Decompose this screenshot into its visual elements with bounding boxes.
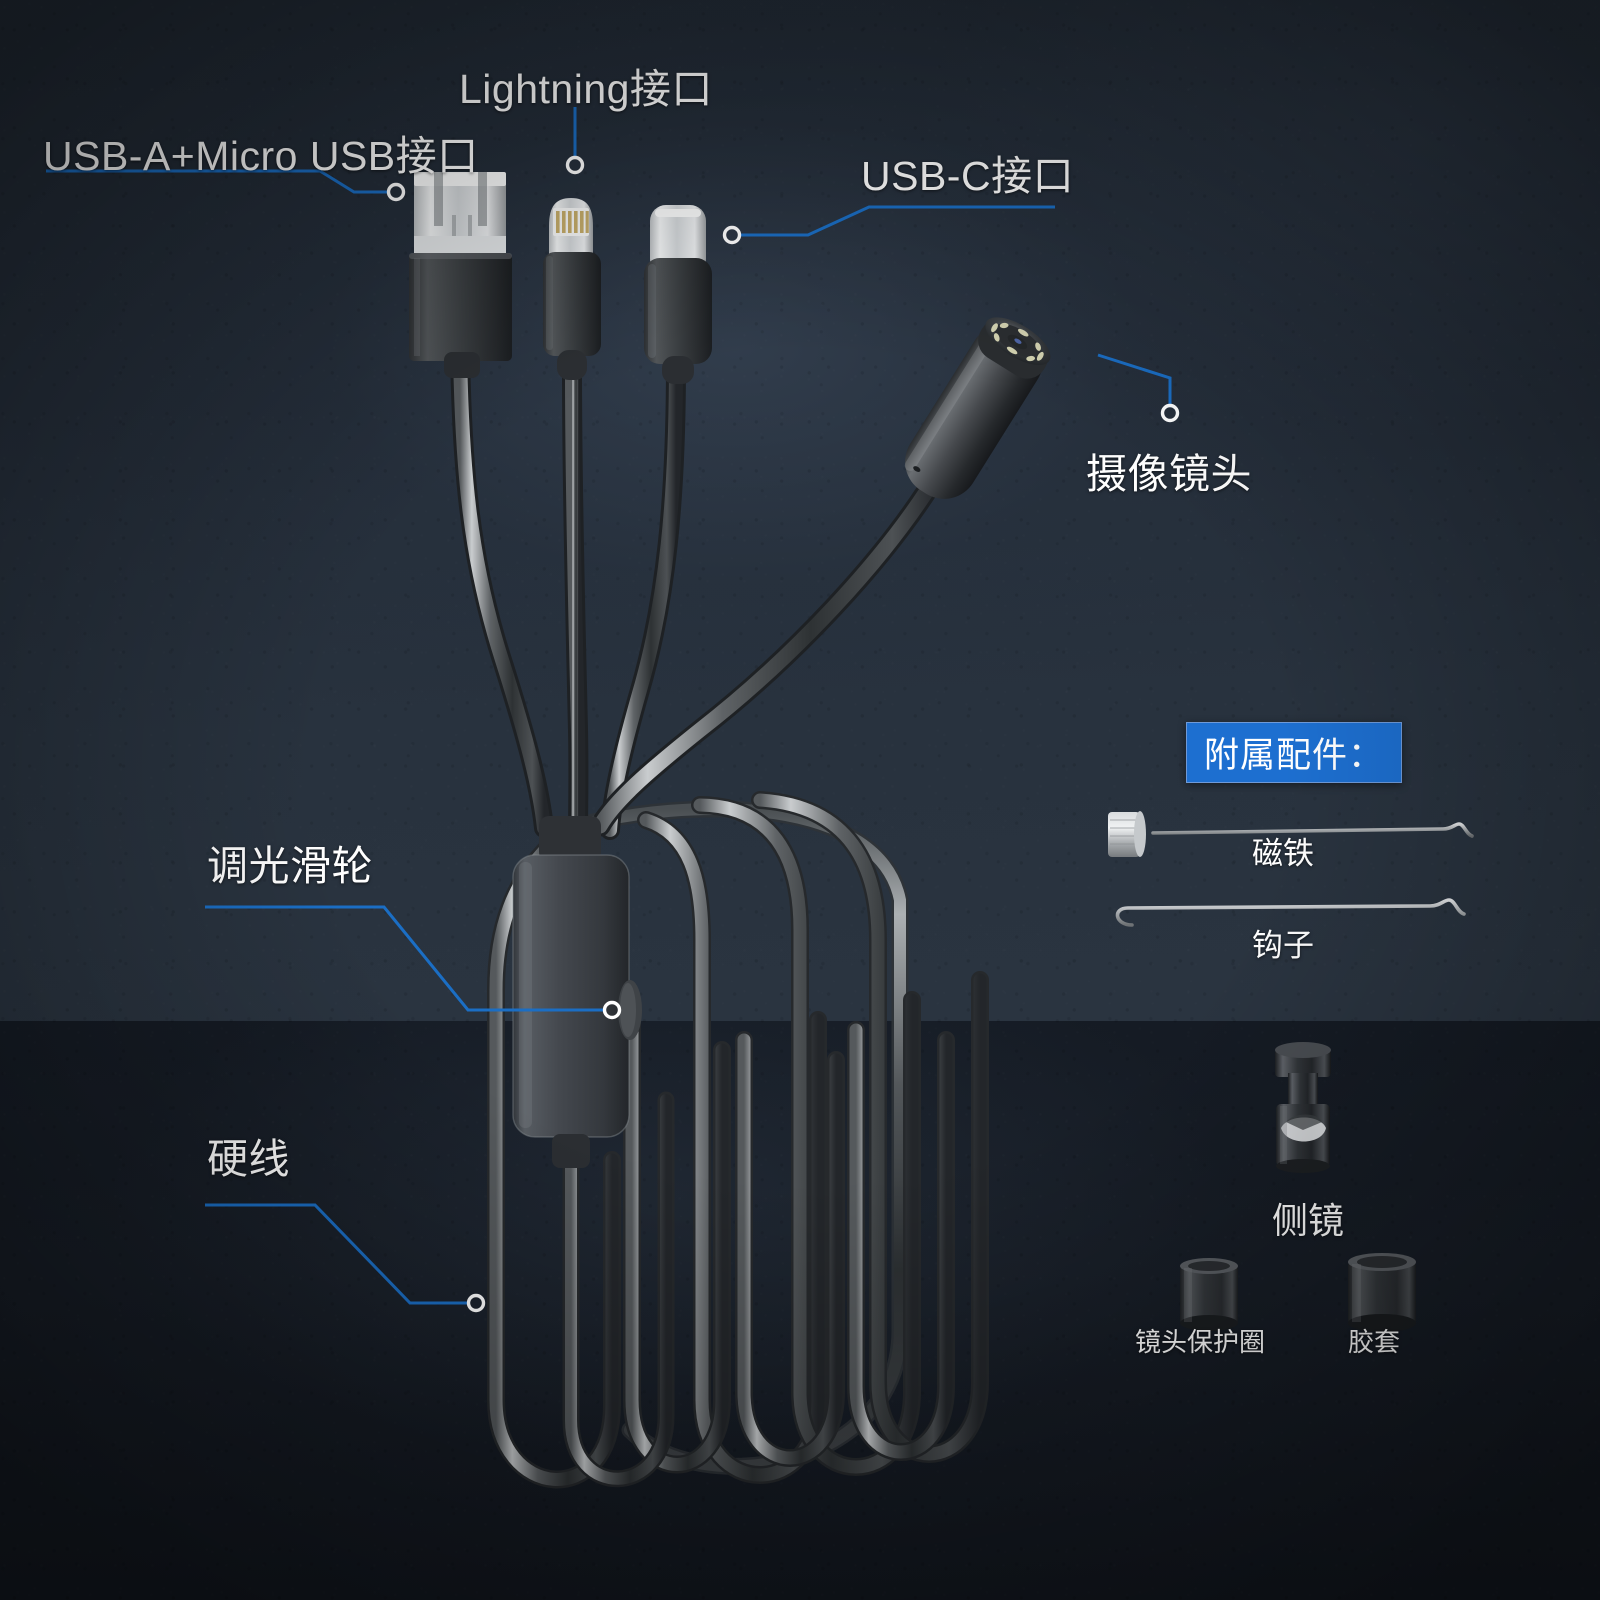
- callout-label-dimmer-wheel: 调光滑轮: [207, 843, 373, 889]
- accessory-hook: [1115, 898, 1466, 927]
- lightning-connector: [543, 198, 601, 380]
- callout-label-hard-wire: 硬线: [207, 1136, 290, 1182]
- accessory-label-hook: 钩子: [1252, 928, 1314, 963]
- accessory-label-rubber-sleeve: 胶套: [1348, 1327, 1401, 1357]
- accessory-lens-ring: [1180, 1258, 1238, 1331]
- magnet-cylinder: [1108, 811, 1146, 857]
- usb-a-micro-connector: [409, 172, 512, 378]
- accessory-side-mirror: [1275, 1042, 1331, 1173]
- accessory-rubber-sleeve: [1348, 1253, 1416, 1332]
- callout-label-usb-c: USB-C接口: [861, 153, 1075, 199]
- accessory-label-side-mirror: 侧镜: [1272, 1200, 1345, 1241]
- accessory-magnet: [1108, 811, 1474, 857]
- usb-c-connector: [644, 205, 712, 384]
- callout-label-usb-a-micro: USB-A+Micro USB接口: [43, 133, 479, 179]
- camera-probe: [904, 317, 1051, 499]
- cable-branches: [450, 342, 951, 842]
- callout-label-camera-lens: 摄像镜头: [1086, 451, 1252, 497]
- callout-label-lightning: Lightning接口: [459, 66, 713, 112]
- accessory-label-lens-ring: 镜头保护圈: [1135, 1327, 1266, 1357]
- led-ring: [991, 322, 1044, 362]
- accessories-banner: 附属配件：: [1186, 722, 1402, 783]
- dimmer-wheel: [618, 980, 642, 1040]
- accessory-label-magnet: 磁铁: [1252, 836, 1314, 871]
- inline-control-box: [512, 816, 642, 1168]
